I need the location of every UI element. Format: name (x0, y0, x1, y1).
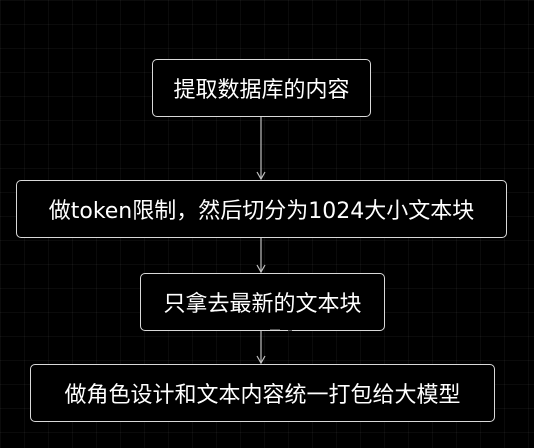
canvas-artifact (288, 330, 292, 331)
flow-node-token-limit[interactable]: 做token限制，然后切分为1024大小文本块 (16, 180, 507, 238)
flow-node-latest-chunk[interactable]: 只拿去最新的文本块 (140, 273, 385, 331)
flow-node-extract-db[interactable]: 提取数据库的内容 (152, 59, 371, 117)
node-label: 只拿去最新的文本块 (163, 292, 362, 317)
flow-node-pack-to-llm[interactable]: 做角色设计和文本内容统一打包给大模型 (30, 364, 495, 422)
node-label: 做角色设计和文本内容统一打包给大模型 (64, 383, 461, 408)
node-label: 做token限制，然后切分为1024大小文本块 (48, 199, 475, 224)
node-label: 提取数据库的内容 (173, 78, 350, 103)
canvas-artifact (270, 329, 280, 330)
